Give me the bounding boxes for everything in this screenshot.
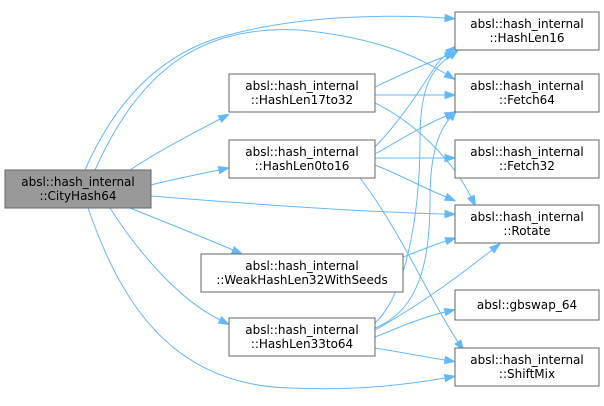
node-function-label: ::Fetch32 [499,159,555,173]
edge-n8-to-n9 [374,308,457,338]
edge-n2-to-n6 [374,102,477,208]
function-node[interactable]: absl::hash_internal::Fetch64 [454,73,600,113]
node-namespace-label: absl::hash_internal [21,175,135,189]
node-function-label: ::HashLen16 [489,31,564,45]
node-namespace-label: absl::hash_internal [245,259,359,273]
node-box [228,139,376,179]
node-namespace-label: absl::hash_internal [245,79,359,93]
edge-n0-to-n8 [109,207,231,326]
arrowhead [217,113,231,123]
arrowhead [443,373,457,383]
arrowhead [443,308,457,317]
edge-n0-to-n1 [84,13,457,171]
node-function-label: ::CityHash64 [39,189,116,203]
node-box [4,169,152,209]
arrowhead [447,49,460,60]
edge-n8-to-n3 [374,109,458,329]
root-function-node[interactable]: absl::hash_internal::CityHash64 [4,169,152,209]
node-box [454,289,600,321]
function-node[interactable]: absl::hash_internal::HashLen0to16 [228,139,376,179]
function-node[interactable]: absl::hash_internal::WeakHashLen32WithSe… [200,253,404,293]
arrowhead [444,90,457,100]
arrowhead [217,316,231,326]
node-namespace-label: absl::hash_internal [470,17,584,31]
arrowhead [443,70,456,81]
node-box [228,73,376,113]
arrowhead [467,194,477,208]
edge-n0-to-n4 [150,165,231,186]
edge-n0-to-n6 [150,195,457,219]
function-node[interactable]: absl::gbswap_64 [454,289,600,321]
node-namespace-label: absl::gbswap_64 [477,298,577,312]
arrowhead [217,165,231,175]
node-box [228,317,376,357]
node-namespace-label: absl::hash_internal [470,210,584,224]
node-function-label: ::HashLen0to16 [255,159,350,173]
arrowhead [444,13,457,23]
node-namespace-label: absl::hash_internal [470,79,584,93]
node-function-label: ::HashLen33to64 [251,337,353,351]
node-namespace-label: absl::hash_internal [245,323,359,337]
node-namespace-label: absl::hash_internal [470,353,584,367]
node-namespace-label: absl::hash_internal [470,145,584,159]
arrowhead [230,245,244,255]
node-box [454,204,600,244]
node-box [454,11,600,51]
node-function-label: ::Rotate [503,224,550,238]
node-function-label: ::Fetch64 [499,93,555,107]
arrowhead [443,355,457,365]
node-box [200,253,404,293]
function-node[interactable]: absl::hash_internal::ShiftMix [454,347,600,387]
function-node[interactable]: absl::hash_internal::HashLen17to32 [228,73,376,113]
arrowhead [489,242,502,254]
edge-n4-to-n6 [374,164,457,202]
node-function-label: ::ShiftMix [499,367,555,381]
edge-n0-to-n7 [129,207,244,255]
function-node[interactable]: absl::hash_internal::HashLen16 [454,11,600,51]
function-node[interactable]: absl::hash_internal::Fetch32 [454,139,600,179]
edge-n8-to-n10 [374,347,457,365]
edge-n8-to-n6 [374,242,502,331]
function-node[interactable]: absl::hash_internal::HashLen33to64 [228,317,376,357]
arrowhead [444,237,457,246]
arrowhead [443,192,457,202]
arrowhead [444,209,457,219]
edge-n2-to-n3 [374,90,457,100]
arrowhead [446,109,458,122]
edge-n0-to-n10 [87,207,457,390]
function-node[interactable]: absl::hash_internal::Rotate [454,204,600,244]
node-function-label: ::WeakHashLen32WithSeeds [216,273,387,287]
node-box [454,139,600,179]
node-box [454,73,600,113]
node-box [454,347,600,387]
arrowhead [444,153,457,163]
edge-n0-to-n3 [94,29,456,171]
node-function-label: ::HashLen17to32 [251,93,353,107]
edge-n0-to-n2 [129,113,231,171]
node-namespace-label: absl::hash_internal [245,145,359,159]
